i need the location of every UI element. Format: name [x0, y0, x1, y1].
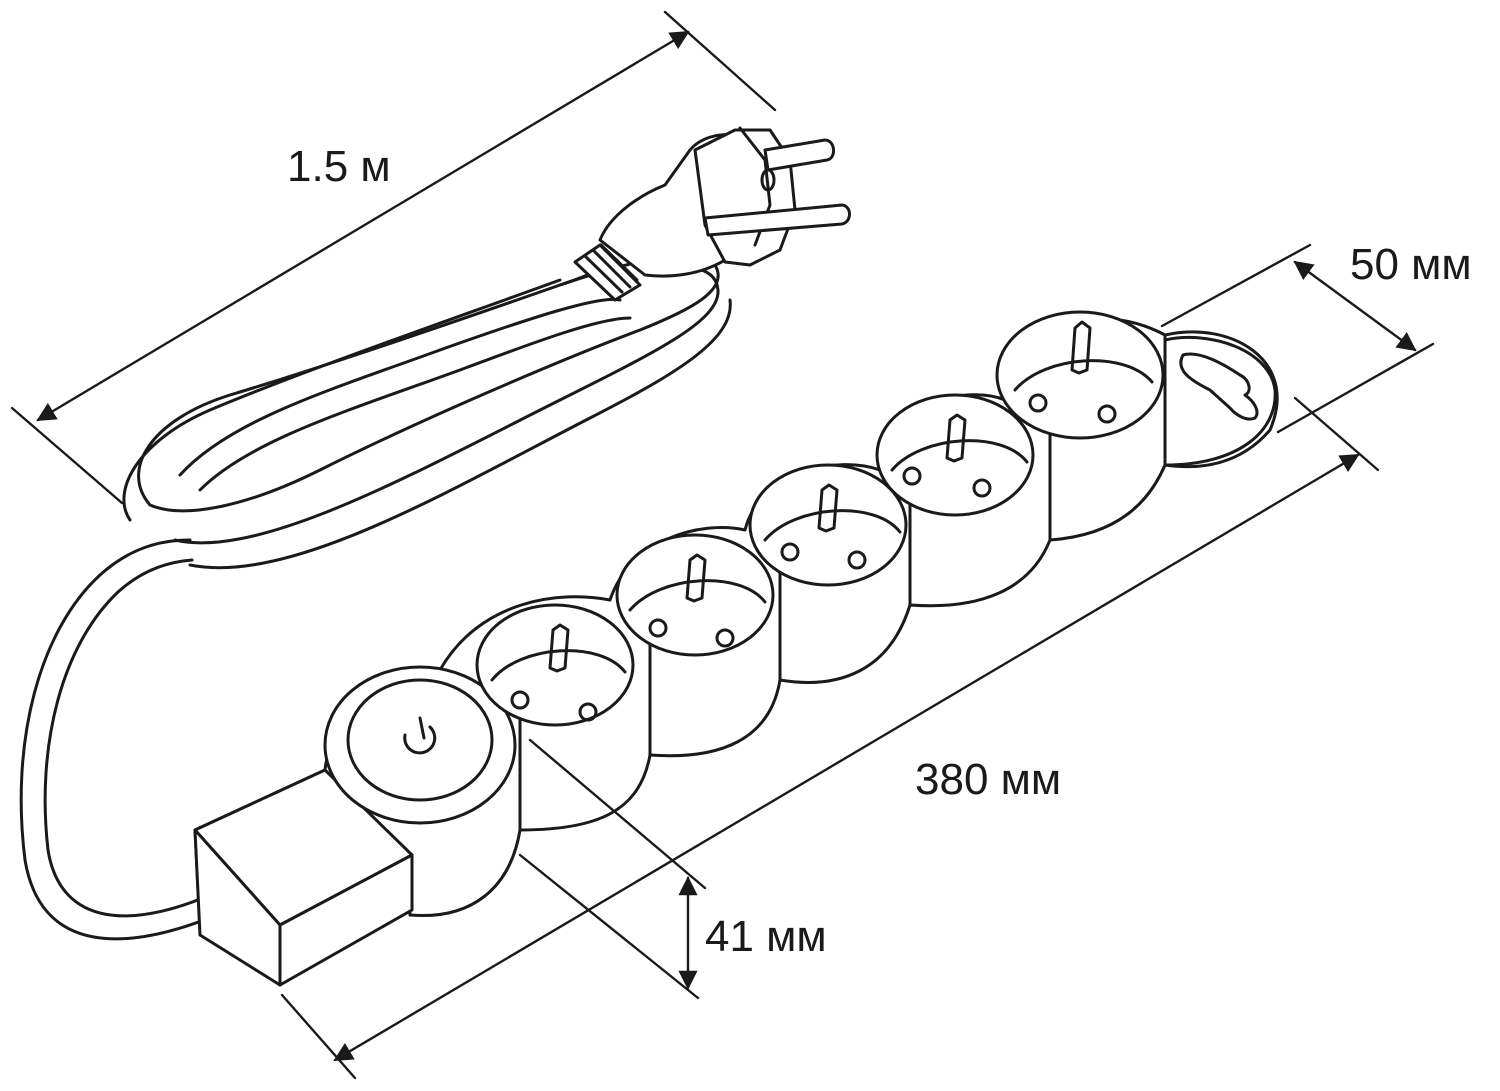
socket-3 [748, 463, 908, 587]
dim-label-length: 380 мм [915, 755, 1062, 804]
dim-label-cable-length: 1.5 м [287, 142, 391, 191]
dim-cable-length [10, 10, 777, 505]
plug [573, 126, 851, 302]
dim-label-height: 41 мм [705, 912, 827, 961]
dim-length [280, 396, 1380, 1080]
dim-height [518, 738, 707, 1000]
socket-5 [995, 310, 1165, 440]
socket-4 [875, 393, 1035, 517]
socket-2 [615, 533, 775, 657]
dim-width [1160, 243, 1435, 434]
socket-1 [475, 603, 635, 727]
dim-label-width: 50 мм [1350, 240, 1472, 289]
